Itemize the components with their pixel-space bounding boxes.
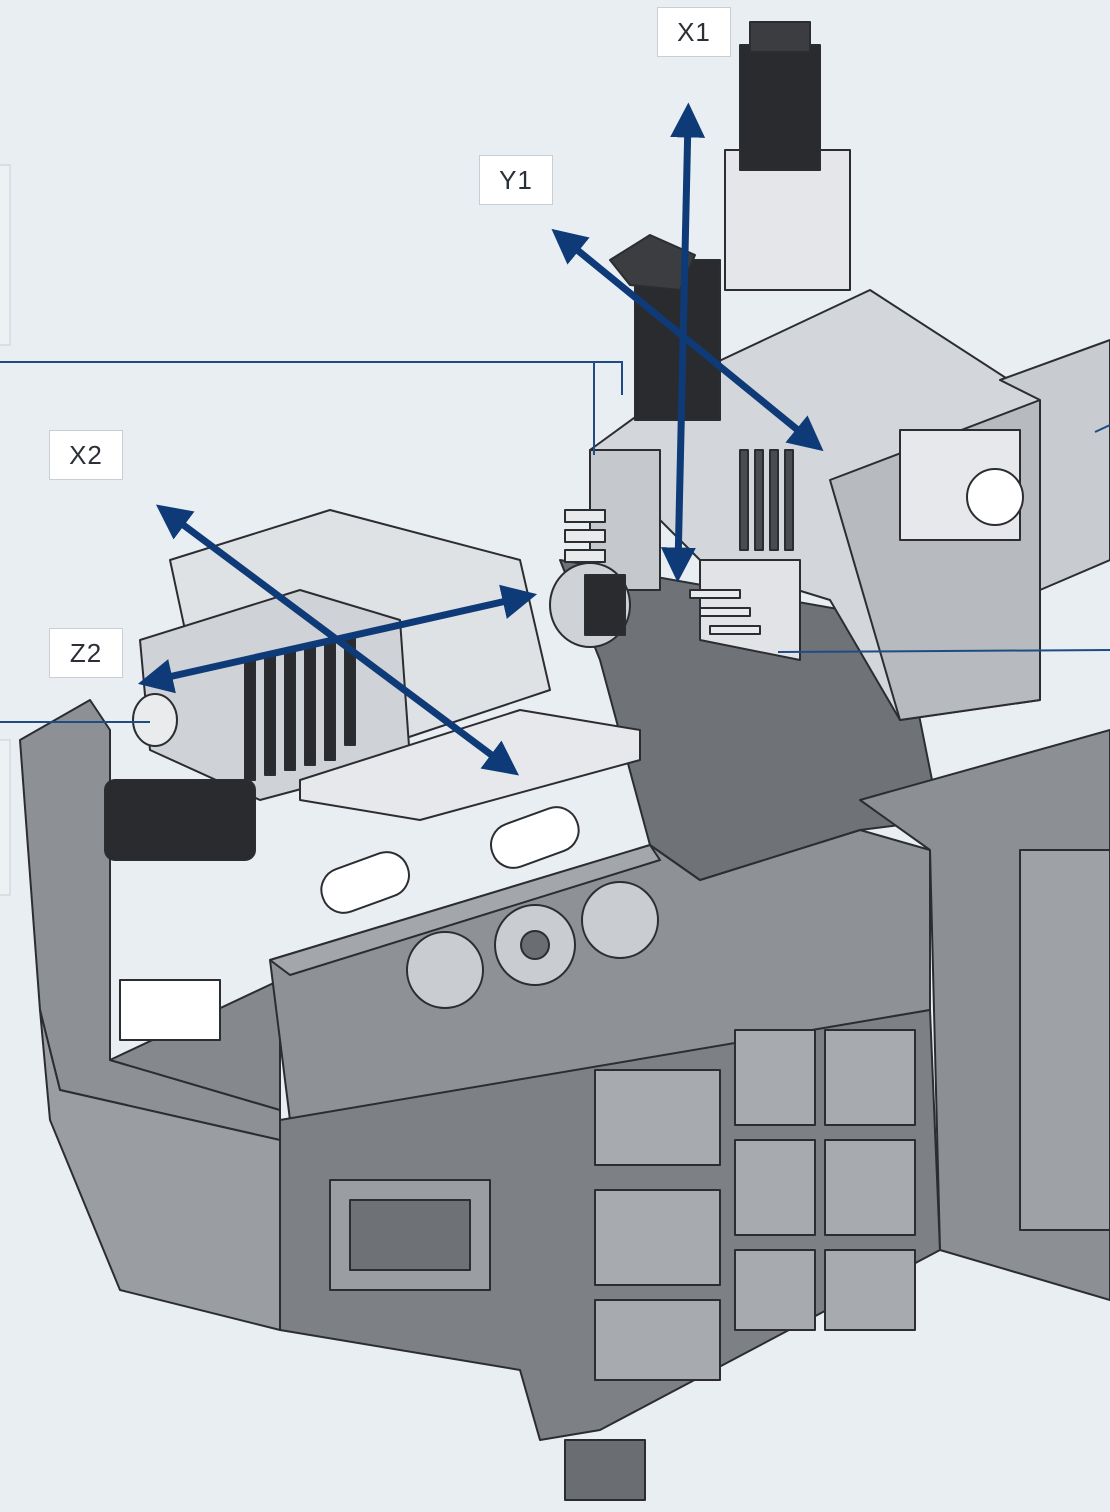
leader-line-right-top — [1094, 424, 1110, 433]
tool-rack — [739, 449, 794, 551]
machine-left-window — [119, 979, 221, 1041]
sub-spindle-motor — [104, 779, 256, 861]
machine-shelf-grid — [594, 1029, 916, 1381]
y1-axis-arrow — [551, 228, 824, 452]
machine-right-slide — [999, 339, 1110, 591]
side-card-top — [0, 164, 11, 346]
tool-holders — [564, 509, 761, 635]
sub-chuck-dark — [584, 574, 626, 636]
x1-motor-cap — [749, 21, 811, 53]
round-cover-center — [520, 930, 550, 960]
machine-front-wall-top — [269, 844, 661, 976]
machine-tool-port — [966, 468, 1024, 526]
axis-label-y1: Y1 — [479, 155, 553, 205]
leader-line-top — [0, 361, 623, 395]
machine-cabinet-left-inner — [349, 1199, 471, 1271]
leader-line-right — [777, 649, 1110, 653]
axis-label-x1: X1 — [657, 7, 731, 57]
axis-label-x2: X2 — [49, 430, 123, 480]
z2-axis-arrow — [137, 584, 538, 694]
round-covers — [406, 881, 659, 1009]
sub-spindle-nose — [132, 693, 178, 747]
side-card-bottom — [0, 739, 11, 896]
axis-label-z2: Z2 — [49, 628, 123, 678]
machine-right-window — [1019, 849, 1110, 1231]
linear-bushings — [320, 806, 580, 914]
x1-motor-body — [739, 44, 821, 171]
machine-foot — [564, 1439, 646, 1501]
axis-arrows — [137, 102, 824, 776]
